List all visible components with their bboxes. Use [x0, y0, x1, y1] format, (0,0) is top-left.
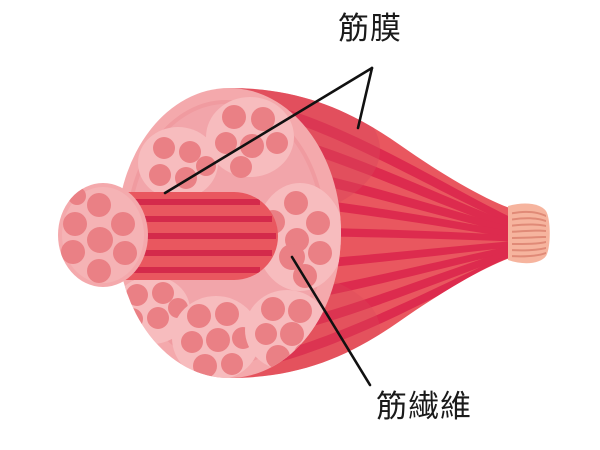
- cross-section-group: [117, 88, 341, 378]
- leader-lines: [163, 66, 374, 387]
- muscle-fiber: [126, 284, 148, 306]
- fascicle-stripe: [103, 250, 272, 256]
- muscle-fiber: [87, 227, 113, 253]
- tendon-stripe: [512, 236, 546, 239]
- tendon-stripe: [512, 241, 546, 245]
- fascicle-stripe: [103, 216, 272, 222]
- muscle-fiber: [153, 137, 175, 159]
- muscle-fiber: [261, 297, 285, 321]
- muscle-fiber: [306, 211, 330, 235]
- muscle-fiber: [111, 212, 135, 236]
- muscle-fiber: [206, 328, 230, 352]
- fascicle-mid-right: [256, 183, 341, 291]
- fascicle-stripe: [103, 267, 260, 273]
- muscle-fiber: [149, 164, 171, 186]
- tendon-stripe: [512, 247, 546, 252]
- tendon-stripe: [512, 217, 546, 222]
- fascicle-top-right: [206, 97, 294, 178]
- fascicle-cut-end-group: [58, 183, 148, 287]
- muscle-fiber: [251, 107, 275, 131]
- muscle-fiber: [284, 191, 308, 215]
- muscle-fiber: [221, 353, 243, 375]
- muscle-fiber: [215, 132, 237, 154]
- muscle-fiber: [308, 241, 332, 265]
- muscle-fiber: [87, 259, 111, 283]
- label-muscle-fiber: 筋繊維: [376, 389, 472, 425]
- tendon-stripe: [512, 229, 546, 233]
- muscle-fiber: [152, 282, 174, 304]
- muscle-fiber: [181, 331, 203, 353]
- fascicle-cluster: [117, 97, 341, 378]
- tendon-stripe: [512, 223, 546, 227]
- muscle-fiber: [222, 105, 246, 129]
- muscle-fiber: [187, 304, 211, 328]
- muscle-fiber: [121, 308, 143, 330]
- muscle-fiber: [215, 302, 239, 326]
- muscle-fiber: [68, 187, 86, 205]
- tendon-group: [508, 203, 550, 264]
- muscle-fiber: [240, 134, 264, 158]
- muscle-fiber: [288, 299, 312, 323]
- label-fascia: 筋膜: [338, 11, 402, 47]
- muscle-fiber: [280, 322, 304, 346]
- cut-end-fibers: [61, 187, 137, 283]
- muscle-fiber: [147, 307, 169, 329]
- fascicle-stripe: [103, 233, 276, 239]
- fascicle-body-group: [100, 192, 278, 280]
- leader-line-fiber: [290, 255, 372, 387]
- muscle-fiber: [179, 141, 201, 163]
- muscle-fiber: [113, 241, 137, 265]
- muscle-fiber: [230, 156, 252, 178]
- leader-line-fascia-a: [163, 66, 374, 195]
- fascicle-stripe: [103, 199, 260, 205]
- tendon-stripe: [512, 252, 546, 258]
- muscle-fiber: [63, 212, 87, 236]
- tendon-striations: [512, 210, 546, 258]
- muscle-fiber: [61, 240, 85, 264]
- fascicle-top-left: [138, 127, 218, 199]
- muscle-fiber: [266, 132, 288, 154]
- muscle-fiber: [193, 354, 217, 378]
- leader-line-fascia-b: [356, 66, 374, 130]
- muscle-fiber: [255, 323, 277, 345]
- tendon-stripe: [512, 210, 546, 217]
- fascicle-body-striations: [103, 199, 276, 273]
- muscle-fiber: [87, 193, 111, 217]
